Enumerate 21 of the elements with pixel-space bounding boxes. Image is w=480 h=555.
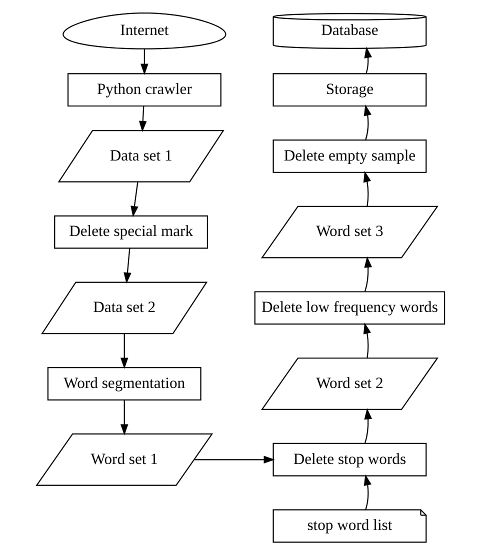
node-box: Word segmentation — [46, 367, 201, 401]
arrow — [130, 182, 138, 218]
arrow — [138, 106, 146, 132]
arrow — [363, 474, 371, 510]
arrow — [140, 49, 148, 75]
arrow — [194, 456, 274, 464]
arrow — [123, 248, 131, 284]
arrow — [363, 104, 371, 140]
arrow — [364, 46, 372, 74]
node-box: Delete stop words — [272, 442, 426, 476]
arrow — [120, 400, 128, 436]
arrow — [362, 322, 370, 358]
arrow — [364, 408, 372, 444]
node-box: Python crawler — [66, 73, 221, 107]
node-box: Delete empty sample — [272, 139, 426, 173]
arrow — [364, 256, 372, 292]
node-box: Storage — [272, 73, 426, 107]
node-box: Delete low frequency words — [254, 291, 445, 325]
arrow — [362, 170, 370, 206]
arrow — [120, 334, 128, 369]
node-box: Delete special mark — [54, 215, 208, 249]
